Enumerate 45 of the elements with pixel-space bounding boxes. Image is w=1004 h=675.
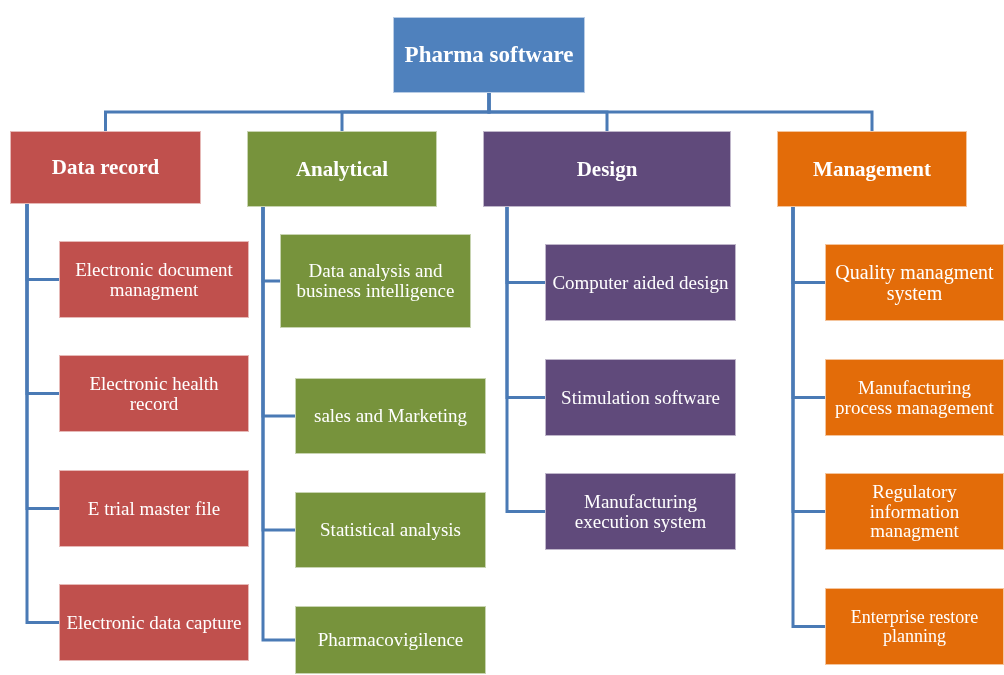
category-box <box>483 131 731 207</box>
item-box <box>825 359 1004 436</box>
node-label: Electronic health record <box>88 373 220 414</box>
item-box <box>295 378 486 454</box>
item-box <box>59 355 249 432</box>
item-box <box>59 241 249 318</box>
connector-line <box>791 207 825 628</box>
node-label: Data analysis and business intelligence <box>295 261 456 301</box>
connector-line <box>261 207 295 642</box>
node-label: Statistical analysis <box>320 520 461 540</box>
node-label: Manufacturing process management <box>834 377 995 418</box>
item-box <box>295 492 486 568</box>
node-label: Management <box>813 157 931 180</box>
item-box <box>295 606 486 674</box>
connector-line <box>505 207 545 513</box>
node-label: E trial master file <box>87 498 221 519</box>
node-label: sales and Marketing <box>314 406 467 426</box>
item-box <box>545 244 736 321</box>
item-box <box>825 588 1004 665</box>
item-box <box>545 359 736 436</box>
item-box <box>280 234 471 328</box>
category-box <box>247 131 437 207</box>
node-label: Stimulation software <box>561 387 720 408</box>
node-label: Data record <box>51 156 160 179</box>
node-label: Design <box>576 157 638 180</box>
item-box <box>545 473 736 550</box>
item-box <box>825 244 1004 321</box>
node-label: Pharma software <box>404 42 574 68</box>
item-box <box>59 470 249 547</box>
node-label: Electronic document managment <box>74 259 234 300</box>
node-label: Regulatory information managment <box>868 481 961 542</box>
item-box <box>825 473 1004 550</box>
node-label: Computer aided design <box>552 272 729 293</box>
root-box <box>393 17 585 93</box>
node-label: Manufacturing execution system <box>573 491 708 532</box>
category-box <box>10 131 201 204</box>
connector-line <box>25 204 59 624</box>
node-label: Quality managment system <box>834 261 995 304</box>
category-box <box>777 131 967 207</box>
connector-line <box>487 93 874 131</box>
node-label: Enterprise restore planning <box>849 607 980 646</box>
node-label: Electronic data capture <box>66 612 242 633</box>
node-label: Pharmacovigilence <box>317 630 464 650</box>
node-label: Analytical <box>295 157 389 180</box>
item-box <box>59 584 249 661</box>
